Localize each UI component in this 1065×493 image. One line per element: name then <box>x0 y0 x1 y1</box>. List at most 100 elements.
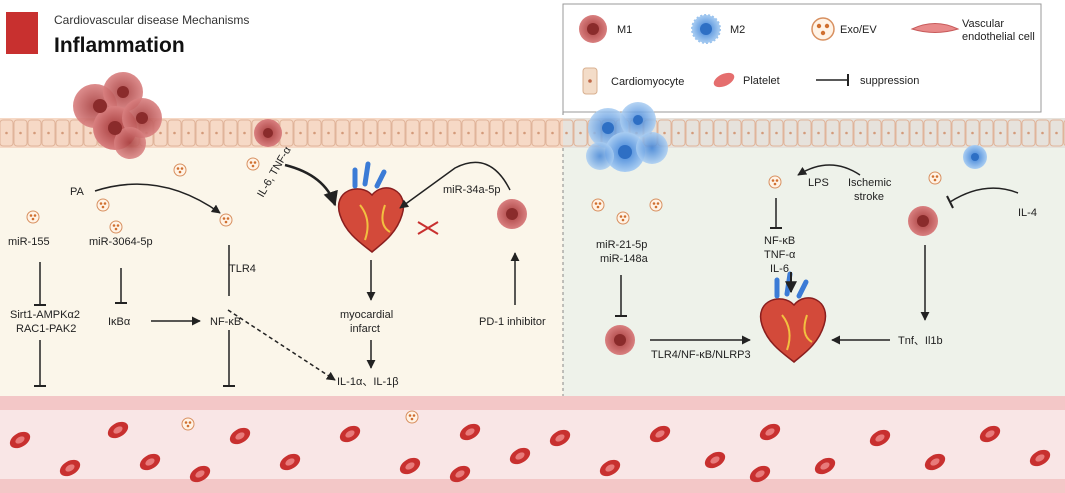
cardiomyocyte-nucleus <box>173 131 176 135</box>
cardiomyocyte-nucleus <box>47 131 50 135</box>
exo-ev-icon <box>768 175 782 189</box>
cardiomyocyte-nucleus <box>943 131 946 135</box>
cardiomyocyte-cell <box>489 119 504 147</box>
label-sirt1: Sirt1-AMPKα2 <box>10 309 80 321</box>
mir34a-to-heart-arrow <box>399 161 511 209</box>
label-pd1: PD-1 inhibitor <box>479 316 546 328</box>
exo-ev-icon <box>246 157 260 171</box>
cardiomyocyte-cell <box>559 119 574 147</box>
cardiomyocyte-nucleus <box>705 131 708 135</box>
cardiomyocyte-cell <box>237 119 252 147</box>
exo-ev-icon <box>616 211 630 225</box>
cardiomyocyte-cell <box>979 119 994 147</box>
label-nfkb-right: NF-κB <box>764 235 795 247</box>
page-subtitle: Cardiovascular disease Mechanisms <box>54 13 249 27</box>
cardiomyocyte-nucleus <box>929 131 932 135</box>
cardiomyocyte-cell <box>475 119 490 147</box>
cardiomyocyte-nucleus <box>383 131 386 135</box>
cardiomyocyte-nucleus <box>285 131 288 135</box>
cardiomyocyte-nucleus <box>537 131 540 135</box>
label-mir21: miR-21-5p <box>596 239 647 251</box>
cardiomyocyte-cell <box>867 119 882 147</box>
red-blood-cell-center <box>113 426 123 434</box>
cardiomyocyte-cell <box>335 119 350 147</box>
cardiomyocyte-cell <box>1007 119 1022 147</box>
legend-platelet-icon <box>713 72 735 88</box>
cardiomyocyte-cell <box>349 119 364 147</box>
legend-exo-label: Exo/EV <box>840 24 877 36</box>
page-title: Inflammation <box>54 34 185 57</box>
cardiomyocyte-cell <box>909 119 924 147</box>
label-il6-right: IL-6 <box>770 263 789 275</box>
exo-ev-icon <box>181 417 195 431</box>
cardiomyocyte-nucleus <box>579 131 582 135</box>
label-il4: IL-4 <box>1018 207 1037 219</box>
m1-macrophage-cluster <box>73 72 162 159</box>
cardiomyocyte-cell <box>503 119 518 147</box>
legend-endothelial-icon <box>910 23 960 33</box>
il6-tnf-arrow <box>284 163 338 207</box>
cardiomyocyte-nucleus <box>159 131 162 135</box>
m1-macrophage-right-lower <box>605 325 635 355</box>
cardiomyocyte-cell <box>181 119 196 147</box>
red-blood-cell-center <box>605 464 615 472</box>
red-blood-cell-center <box>465 428 475 436</box>
cardiomyocyte-nucleus <box>243 131 246 135</box>
cardiomyocyte-cell <box>27 119 42 147</box>
cardiomyocyte-cell <box>363 119 378 147</box>
label-rac1: RAC1-PAK2 <box>16 323 76 335</box>
heart-icon <box>337 161 405 253</box>
red-blood-cell-center <box>455 470 465 478</box>
m2-macrophage-cluster <box>586 102 668 172</box>
m1-macrophage-single <box>254 119 282 147</box>
label-ischemic-line1: Ischemic <box>848 177 892 189</box>
label-mir3064: miR-3064-5p <box>89 236 153 248</box>
label-lps: LPS <box>808 177 829 189</box>
cardiomyocyte-nucleus <box>523 131 526 135</box>
cardiomyocyte-nucleus <box>551 131 554 135</box>
red-blood-cell-center <box>765 428 775 436</box>
blocked-x-icon <box>417 221 439 235</box>
red-blood-cell-center <box>710 456 720 464</box>
cardiomyocyte-nucleus <box>453 131 456 135</box>
cardiomyocyte-cell <box>1049 119 1064 147</box>
cardiomyocyte-cell <box>195 119 210 147</box>
cardiomyocyte-cell <box>13 119 28 147</box>
cardiomyocyte-nucleus <box>89 131 92 135</box>
cardiomyocyte-cell <box>0 119 14 147</box>
cardiomyocyte-nucleus <box>789 131 792 135</box>
red-blood-cell-center <box>345 430 355 438</box>
cardiomyocyte-nucleus <box>299 131 302 135</box>
red-blood-cell-center <box>15 436 25 444</box>
cardiomyocyte-cell <box>1021 119 1036 147</box>
cardiomyocyte-cell <box>573 119 588 147</box>
cardiomyocyte-cell <box>951 119 966 147</box>
red-blood-cell-center <box>555 434 565 442</box>
il4-suppress-m1 <box>946 187 1019 209</box>
legend-cardiomyocyte-icon <box>582 67 598 95</box>
cardiomyocyte-nucleus <box>957 131 960 135</box>
left-panel-bg <box>0 148 563 396</box>
cardiomyocyte-cell <box>923 119 938 147</box>
cardiomyocyte-nucleus <box>901 131 904 135</box>
cardiomyocyte-nucleus <box>747 131 750 135</box>
cardiomyocyte-cell <box>545 119 560 147</box>
nfkb-to-il1-dashed-arrow <box>227 309 336 381</box>
endothelium-bottom <box>0 479 1065 493</box>
cardiomyocyte-cell <box>531 119 546 147</box>
cardiomyocyte-cell <box>713 119 728 147</box>
cardiomyocyte-nucleus <box>509 131 512 135</box>
exo-ev-icon <box>649 198 663 212</box>
red-blood-cell-center <box>145 458 155 466</box>
mir3064-suppress-ikba <box>115 268 127 304</box>
cardiomyocyte-cell <box>699 119 714 147</box>
cardiomyocyte-cell <box>671 119 686 147</box>
cardiomyocyte-cell <box>433 119 448 147</box>
cardiomyocyte-cell <box>209 119 224 147</box>
cardiomyocyte-nucleus <box>915 131 918 135</box>
cardiomyocyte-nucleus <box>341 131 344 135</box>
cardiomyocyte-cell <box>881 119 896 147</box>
cardiomyocyte-nucleus <box>831 131 834 135</box>
